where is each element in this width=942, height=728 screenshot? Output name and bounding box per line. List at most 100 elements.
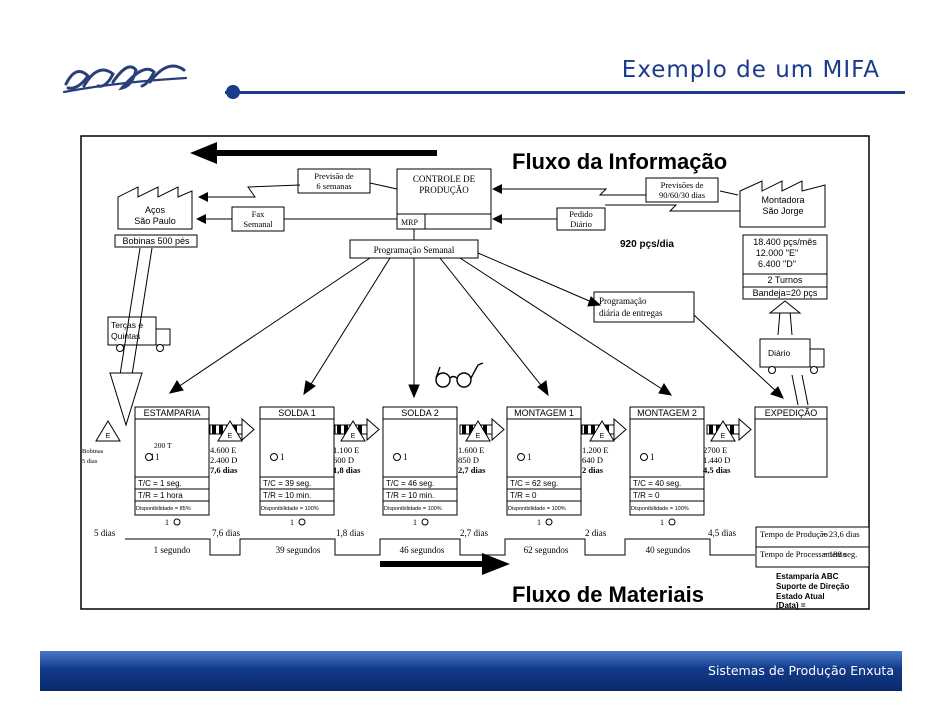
forecast-6-weeks-box — [297, 168, 371, 194]
operator-count: 1 — [403, 452, 408, 462]
information-flow-arrow — [190, 142, 437, 164]
inventory-triangle — [340, 420, 366, 442]
note-line3: Estado Atual — [776, 592, 825, 601]
process-name: SOLDA 1 — [278, 408, 316, 418]
order-arrow-head — [492, 214, 502, 224]
title-rule — [225, 91, 905, 94]
note-line1: Estamparia ABC — [776, 572, 839, 581]
inventory-triangle — [217, 420, 243, 442]
order-line1: Pedido — [569, 209, 593, 219]
timeline-days: 2 dias — [585, 528, 607, 538]
timeline-process-time: 62 segundos — [524, 545, 569, 555]
supplier-truck-icon — [107, 316, 171, 352]
daily-delivery-schedule-box — [593, 291, 695, 323]
electronic-info-arrow — [200, 184, 301, 198]
availability: Disponibilidade = 100% — [631, 506, 689, 512]
operator-count: 1 — [650, 452, 655, 462]
operator-icon — [145, 453, 153, 461]
inventory-text: 1.200 E — [582, 445, 608, 455]
inventory-triangles: E Bobinas 5 dias 200 T1 E4.600 E2.400 D7,6 d… — [82, 420, 736, 475]
inventory-label: E — [476, 433, 481, 440]
timeline-process-time: 1 segundo — [154, 545, 191, 555]
daily-rate: 920 pçs/dia — [620, 239, 674, 250]
processing-time-label: Tempo de Processamento — [760, 549, 847, 559]
customer-shifts: 2 Turnos — [767, 275, 803, 285]
process-2: SOLDA 1 1 T/C = 39 seg.T/R = 10 min.Dispon… — [259, 406, 335, 527]
inventory-text: 640 D — [582, 455, 603, 465]
availability: Disponibilidade = 100% — [261, 506, 319, 512]
sao-judas-logo — [62, 64, 188, 94]
control-line2: PRODUÇÃO — [419, 185, 469, 195]
materials-flow-arrow — [380, 553, 510, 575]
inventory-label: E — [721, 433, 726, 440]
supplier-factory-icon — [117, 186, 193, 230]
lead-time-label: Tempo de Produção — [760, 529, 828, 539]
cycle-time: T/C = 1 seg. — [138, 479, 182, 488]
forecast-90-line1: Previsões de — [661, 180, 704, 190]
fax-arrow-head — [196, 214, 206, 224]
customer-monthly: 18.400 pçs/mês — [753, 237, 817, 247]
timeline-process-time: 46 segundos — [400, 545, 445, 555]
timeline-process-time: 39 segundos — [276, 545, 321, 555]
inventory-text: Bobinas — [82, 448, 104, 455]
setup-time: T/R = 10 min. — [386, 491, 434, 500]
customer-data-box — [742, 234, 828, 300]
process-name: ESTAMPARIA — [144, 408, 201, 418]
lead-time-value: = 23,6 dias — [822, 529, 860, 539]
bottom-operator: 1 — [660, 518, 664, 527]
weekly-schedule-label: Programação Semanal — [374, 245, 455, 255]
customer-d: 6.400 "D" — [758, 259, 796, 269]
setup-time: T/R = 10 min. — [263, 491, 311, 500]
title-dot — [226, 85, 240, 99]
inventory-text: 2700 E — [703, 445, 727, 455]
inventory-triangle — [710, 420, 736, 442]
data-box: T/C = 39 seg.T/R = 10 min.Disponibilidad… — [259, 476, 335, 516]
inventory-3: E4.600 E2.400 D7,6 dias — [210, 420, 243, 475]
timeline-days: 4,5 dias — [708, 528, 736, 538]
operator-icon — [517, 453, 525, 461]
timeline-line — [125, 538, 755, 556]
bottom-operator: 1 — [537, 518, 541, 527]
supplier-truck-line1: Terças e — [111, 320, 143, 330]
process-5: MONTAGEM 21T/C = 40 seg.T/R = 0Disponibi… — [629, 406, 705, 527]
setup-time: T/R = 0 — [510, 491, 537, 500]
data-box: T/C = 46 seg. T/R = 10 min. Disponibilidad… — [382, 476, 458, 516]
inventory-text: 850 D — [458, 455, 479, 465]
timeline-days: 5 dias — [94, 528, 116, 538]
note-line2: Suporte de Direção — [776, 582, 849, 591]
fax-line2: Semanal — [243, 219, 273, 229]
cycle-time: T/C = 46 seg. — [386, 479, 434, 488]
bottom-operator: 1 — [290, 518, 294, 527]
timeline-days: 1,8 dias — [336, 528, 364, 538]
inventory-text: 1.100 E — [333, 445, 359, 455]
inventory-triangle — [95, 420, 121, 442]
timeline-days: 2,7 dias — [460, 528, 488, 538]
setup-time: T/R = 0 — [633, 491, 660, 500]
go-see-glasses-icon — [435, 362, 484, 388]
availability: Disponibilidade = 100% — [384, 506, 442, 512]
forecast-90-line2: 90/60/30 dias — [659, 190, 705, 200]
value-stream-map: Fluxo da Informação Fluxo de Materiais A… — [80, 135, 870, 610]
inventory-label: E — [600, 433, 605, 440]
inventory-2: 200 T1 — [150, 441, 172, 462]
operator-icon-small — [298, 518, 306, 526]
inventory-text: 4,5 dias — [703, 465, 731, 475]
forecast-6w-line2: 6 semanas — [316, 181, 351, 191]
customer-e: 12.000 "E" — [756, 248, 798, 258]
inventory-triangle — [465, 420, 491, 442]
process-6: EXPEDIÇÃO — [754, 406, 828, 478]
operator-icon — [393, 453, 401, 461]
footer-text: Sistemas de Produção Enxuta — [708, 663, 894, 678]
operator-icon-small — [668, 518, 676, 526]
customer-shipment-arrow — [768, 300, 809, 406]
inventory-text: 7,6 dias — [210, 465, 238, 475]
inventory-text: 5 dias — [82, 458, 98, 465]
inventory-text: 1,8 dias — [333, 465, 361, 475]
operator-count: 1 — [527, 452, 532, 462]
availability: Disponibilidade = 100% — [508, 506, 566, 512]
